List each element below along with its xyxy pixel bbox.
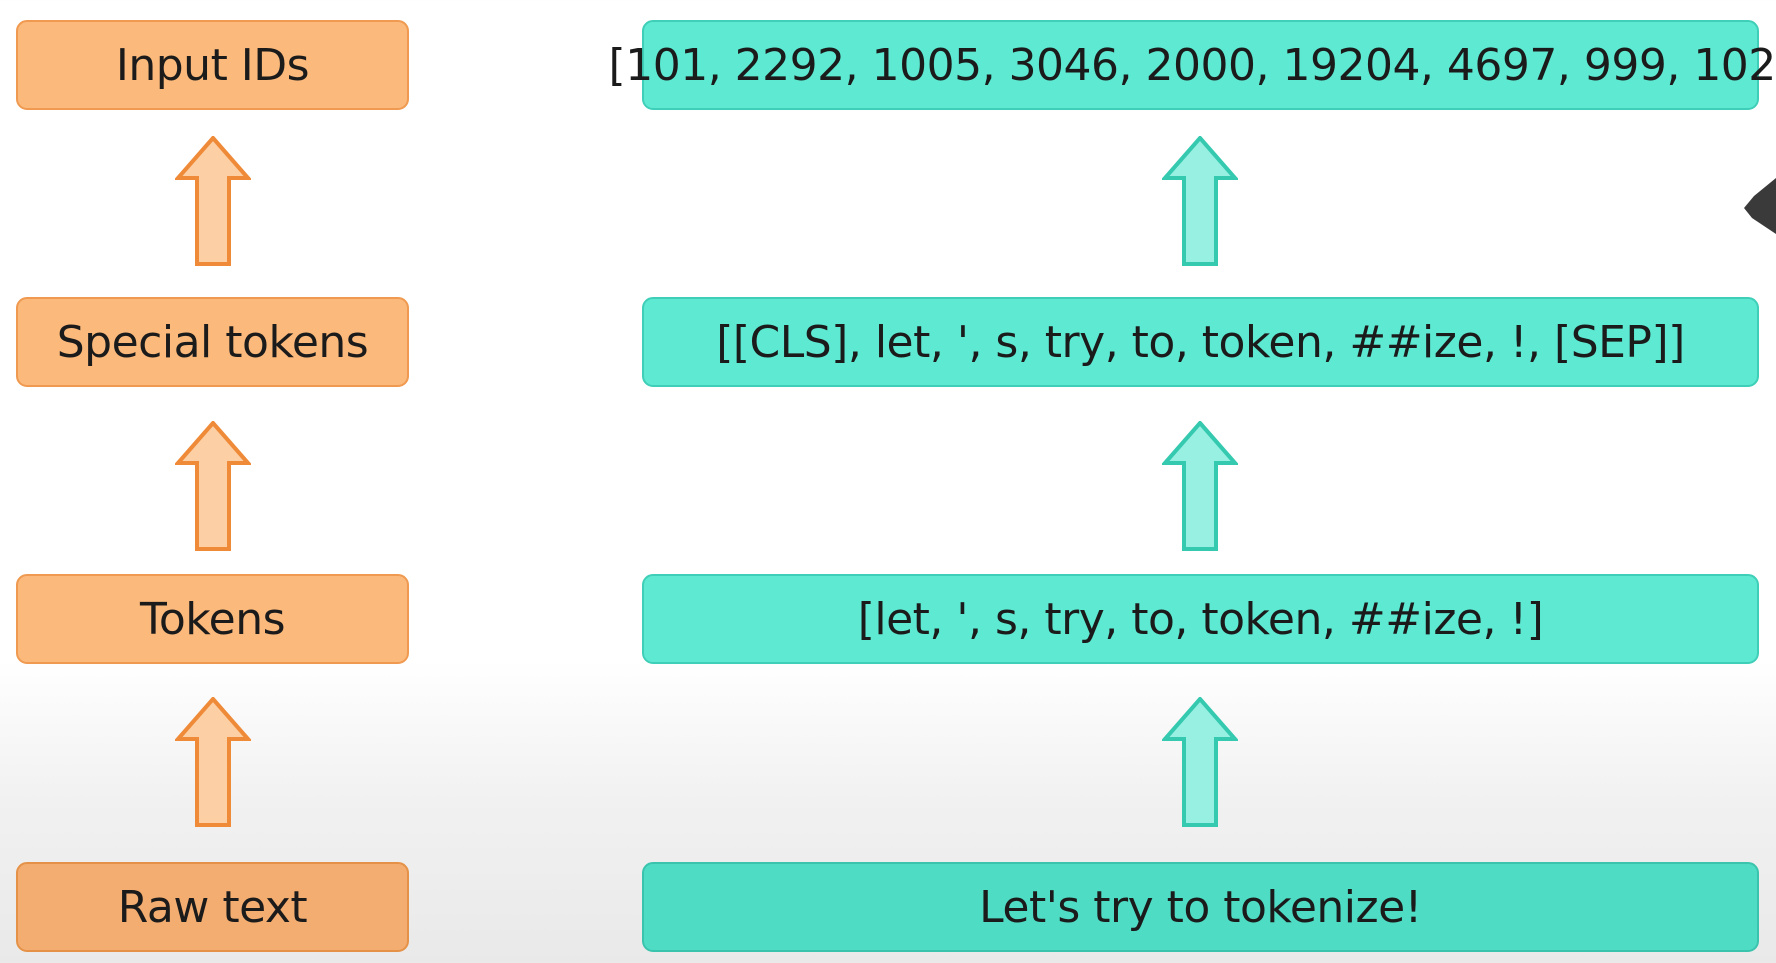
up-arrow-icon	[1162, 136, 1238, 266]
up-arrow-icon	[175, 421, 251, 551]
up-arrow-icon	[1162, 421, 1238, 551]
up-arrow-icon	[175, 136, 251, 266]
stage-label-special-tokens: Special tokens	[16, 297, 409, 387]
stage-value-tokens: [let, ', s, try, to, token, ##ize, !]	[642, 574, 1759, 664]
up-arrow-icon	[175, 697, 251, 827]
stage-value-input-ids: [101, 2292, 1005, 3046, 2000, 19204, 469…	[609, 20, 1776, 110]
stage-value-raw-text: Let's try to tokenize!	[642, 862, 1759, 952]
stage-label-tokens: Tokens	[16, 574, 409, 664]
up-arrow-icon	[1162, 697, 1238, 827]
stage-label-input-ids: Input IDs	[16, 20, 409, 110]
stage-label-raw-text: Raw text	[16, 862, 409, 952]
pointer-fragment-icon	[1744, 178, 1776, 234]
stage-value-special-tokens: [[CLS], let, ', s, try, to, token, ##ize…	[642, 297, 1759, 387]
